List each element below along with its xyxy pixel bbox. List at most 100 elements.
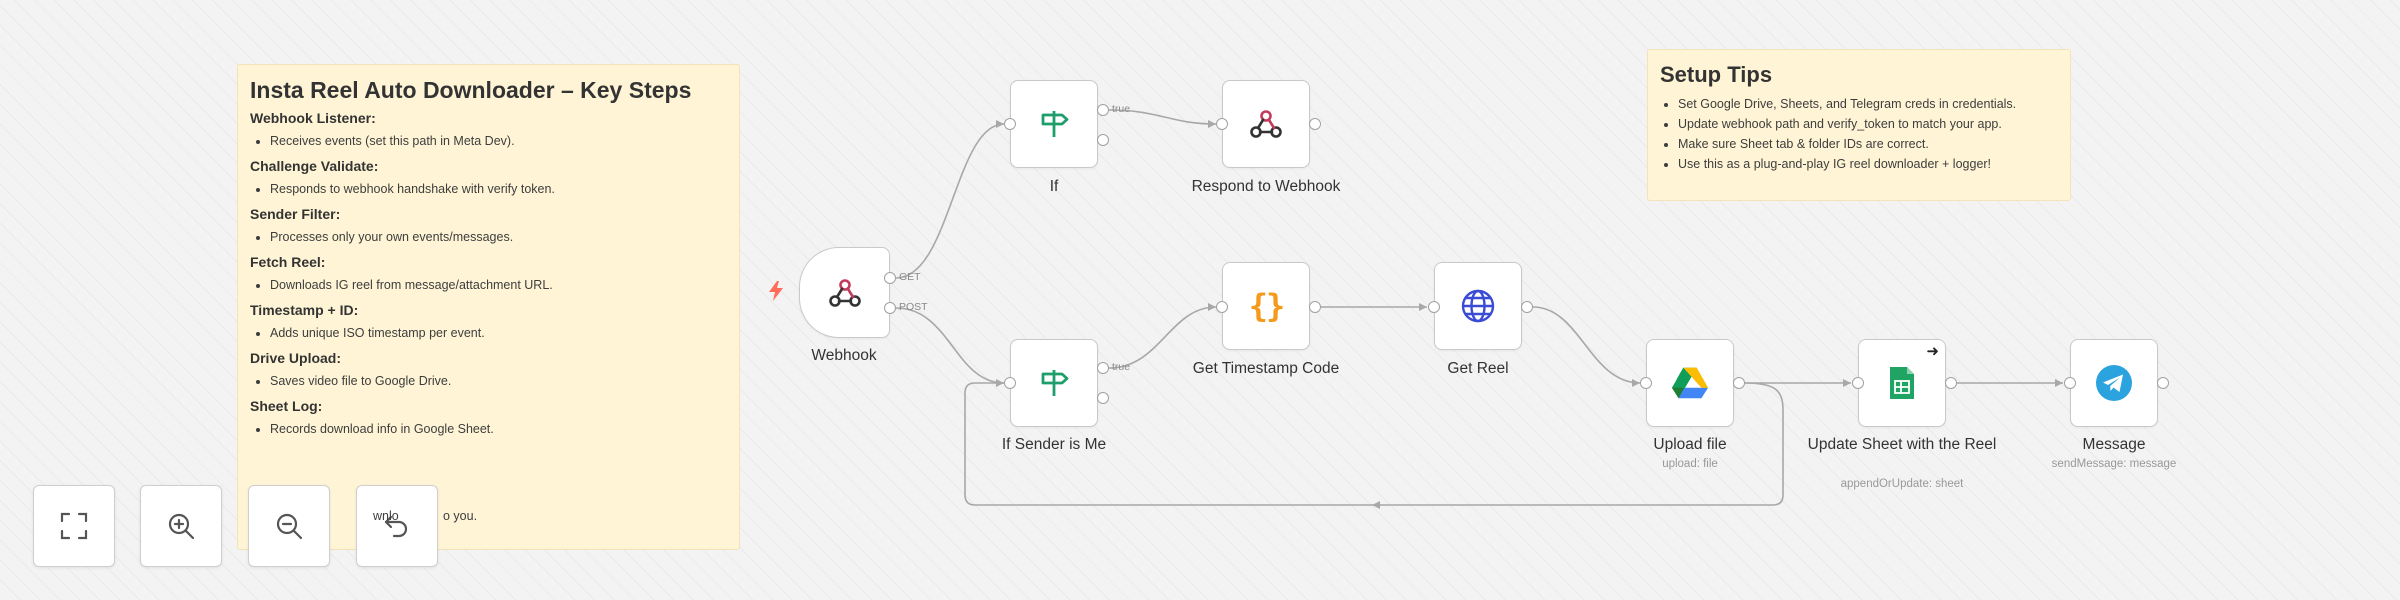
input-port[interactable] [2064, 377, 2076, 389]
google-sheets-icon [1883, 364, 1921, 402]
node-get-timestamp-code[interactable]: {} [1222, 262, 1310, 350]
sticky-title: Insta Reel Auto Downloader – Key Steps [250, 77, 692, 103]
node-title: Respond to Webhook [1191, 178, 1341, 195]
node-subtitle: upload: file [1662, 458, 1718, 470]
telegram-icon [2095, 364, 2133, 402]
step-bullets: Saves video file to Google Drive. [250, 372, 727, 390]
step-heading: Sheet Log: [250, 398, 323, 414]
node-upload-file[interactable] [1646, 339, 1734, 427]
node-title: Update Sheet with the Reel [1807, 436, 1997, 453]
output-port-true[interactable] [1097, 104, 1109, 116]
output-port-false[interactable] [1097, 134, 1109, 146]
output-port[interactable] [1309, 301, 1321, 313]
node-title: If [1049, 178, 1059, 195]
step-heading: Sender Filter: [250, 206, 341, 222]
input-port[interactable] [1852, 377, 1864, 389]
output-port-post[interactable] [884, 302, 896, 314]
node-if[interactable] [1010, 80, 1098, 168]
arrowhead [996, 120, 1004, 128]
output-label-get: GET [899, 271, 921, 283]
open-arrow-icon[interactable]: ➜ [1926, 343, 1939, 360]
output-port[interactable] [1309, 118, 1321, 130]
node-webhook[interactable] [799, 247, 890, 338]
signpost-icon [1035, 364, 1073, 402]
fit-view-icon [60, 512, 88, 540]
globe-icon [1459, 287, 1497, 325]
input-port[interactable] [1216, 301, 1228, 313]
output-port[interactable] [2157, 377, 2169, 389]
output-label-true: true [1112, 103, 1131, 115]
output-port-true[interactable] [1097, 362, 1109, 374]
output-port[interactable] [1945, 377, 1957, 389]
list-item: Set Google Drive, Sheets, and Telegram c… [1678, 94, 2058, 114]
node-update-sheet[interactable]: ➜ [1858, 339, 1946, 427]
node-respond-to-webhook[interactable] [1222, 80, 1310, 168]
connection-upload-loop-back [964, 382, 1784, 506]
input-port[interactable] [1004, 377, 1016, 389]
reset-zoom-button[interactable] [356, 485, 438, 567]
node-title: Upload file [1653, 436, 1727, 453]
list-item: Update webhook path and verify_token to … [1678, 114, 2058, 134]
output-port-get[interactable] [884, 272, 896, 284]
step-bullets: Processes only your own events/messages. [250, 228, 727, 246]
list-item: Use this as a plug-and-play IG reel down… [1678, 154, 2058, 174]
connection-if-sender-timestamp [1108, 306, 1217, 369]
node-title: If Sender is Me [1001, 436, 1107, 453]
arrowhead [1419, 303, 1427, 311]
step-heading: Drive Upload: [250, 350, 342, 366]
sticky-hidden-text: wnlo [373, 509, 399, 523]
output-label-post: POST [899, 301, 928, 313]
node-if-sender-is-me[interactable] [1010, 339, 1098, 427]
input-port[interactable] [1004, 118, 1016, 130]
sticky-hidden-text-end: o you. [443, 509, 478, 523]
zoom-out-icon [276, 513, 303, 540]
input-port[interactable] [1640, 377, 1652, 389]
list-item: Responds to webhook handshake with verif… [270, 180, 727, 198]
output-port[interactable] [1733, 377, 1745, 389]
step-bullets: Downloads IG reel from message/attachmen… [250, 276, 727, 294]
steps-list: Webhook Listener: Receives events (set th… [250, 110, 727, 438]
step-heading: Challenge Validate: [250, 158, 379, 174]
node-message[interactable] [2070, 339, 2158, 427]
node-subtitle: sendMessage: message [2051, 458, 2177, 470]
sticky-note-setup-tips[interactable]: Setup Tips Set Google Drive, Sheets, and… [1647, 49, 2071, 201]
output-port-false[interactable] [1097, 392, 1109, 404]
webhook-icon [1247, 105, 1285, 143]
trigger-bolt-icon [769, 281, 783, 301]
step-heading: Webhook Listener: [250, 110, 376, 126]
arrowhead [1208, 303, 1216, 311]
webhook-icon [826, 274, 864, 312]
output-port[interactable] [1521, 301, 1533, 313]
arrowhead [996, 379, 1004, 387]
input-port[interactable] [1216, 118, 1228, 130]
list-item: Make sure Sheet tab & folder IDs are cor… [1678, 134, 2058, 154]
node-get-reel[interactable] [1434, 262, 1522, 350]
sticky-note-key-steps[interactable]: Insta Reel Auto Downloader – Key Steps W… [237, 64, 740, 550]
connection-webhook-if-sender [895, 307, 1005, 384]
arrowhead [1372, 501, 1380, 509]
signpost-icon [1035, 105, 1073, 143]
arrowhead [1208, 120, 1216, 128]
step-bullets: Records download info in Google Sheet. [250, 420, 727, 438]
fit-view-button[interactable] [33, 485, 115, 567]
zoom-out-button[interactable] [248, 485, 330, 567]
zoom-in-button[interactable] [140, 485, 222, 567]
google-drive-icon [1671, 364, 1709, 402]
connection-get-reel-upload [1532, 306, 1641, 384]
list-item: Records download info in Google Sheet. [270, 420, 727, 438]
connection-if-respond [1108, 109, 1217, 125]
zoom-in-icon [168, 513, 195, 540]
input-port[interactable] [1428, 301, 1440, 313]
list-item: Adds unique ISO timestamp per event. [270, 324, 727, 342]
arrowhead [1632, 379, 1640, 387]
node-subtitle: appendOrUpdate: sheet [1840, 478, 1964, 490]
step-bullets: Receives events (set this path in Meta D… [250, 132, 727, 150]
node-title: Webhook [811, 347, 877, 364]
step-heading: Fetch Reel: [250, 254, 326, 270]
setup-tips-list: Set Google Drive, Sheets, and Telegram c… [1660, 94, 2058, 174]
step-bullets: Adds unique ISO timestamp per event. [250, 324, 727, 342]
list-item: Processes only your own events/messages. [270, 228, 727, 246]
output-label-true: true [1112, 361, 1131, 373]
node-title: Get Timestamp Code [1192, 360, 1340, 377]
